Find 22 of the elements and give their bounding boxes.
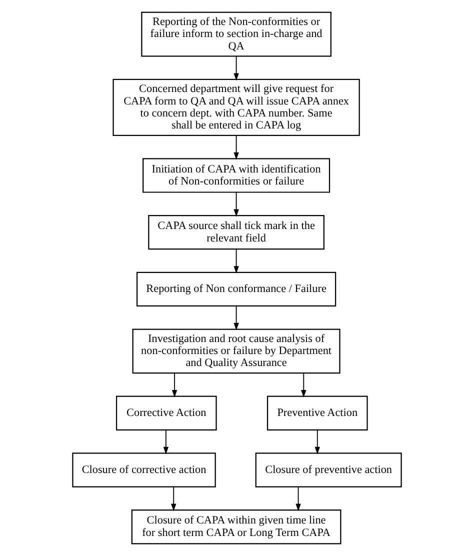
node-box: Concerned department will give request for CAPA form to QA and QA will issue CAPA annex to concern dept. with CAPA number. Same shall be entered in CAPA log <box>112 78 360 136</box>
arrow <box>163 430 169 454</box>
arrow <box>296 486 301 512</box>
node-box: Closure of corrective action <box>72 452 216 488</box>
node-box: Closure of CAPA within given time line for short term CAPA or Long Term CAPA <box>131 510 342 544</box>
node-box: Reporting of the Non-conformities or failure inform to section in-charge and QA <box>141 12 332 57</box>
arrow <box>171 486 176 512</box>
node-box: Reporting of Non conformance / Failure <box>136 272 336 307</box>
node-box: Corrective Action <box>116 396 217 430</box>
node-box: Closure of preventive action <box>255 452 402 488</box>
arrow <box>172 372 178 398</box>
node-box: Initiation of CAPA with identification of Non-conformities or failure <box>142 158 330 193</box>
node-box: CAPA source shall tick mark in the relevant field <box>148 215 324 250</box>
arrow <box>234 56 239 81</box>
arrow <box>234 306 239 330</box>
arrow <box>234 192 239 217</box>
arrow <box>301 372 306 398</box>
arrow <box>234 135 239 160</box>
node-box: Preventive Action <box>266 396 368 430</box>
arrow <box>234 248 239 274</box>
arrow <box>314 430 320 454</box>
node-box: Investigation and root cause analysis of non-conformities or failure by Department and Quality Assurance <box>132 328 340 374</box>
